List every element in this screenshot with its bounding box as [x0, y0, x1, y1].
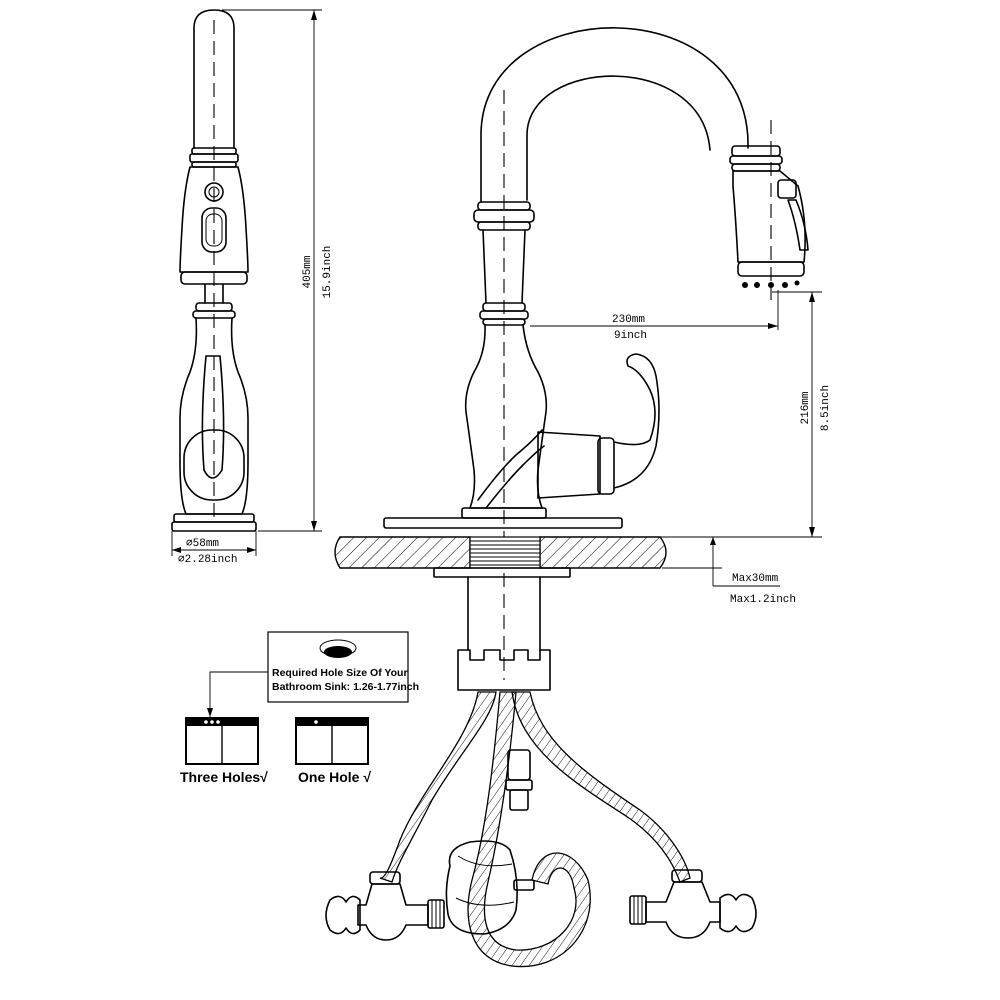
base-dia-inch: ⌀2.28inch: [178, 554, 237, 566]
three-holes-option: Three Holes√: [180, 717, 268, 785]
total-height-mm: 405mm: [302, 255, 314, 288]
countertop-section: [334, 536, 667, 578]
hole-size-note: Required Hole Size Of Your Bathroom Sink…: [207, 631, 419, 717]
button-icon: [777, 179, 797, 199]
height-dimension: 405mm 15.9inch: [222, 9, 334, 532]
deck-thickness-dimension: Max30mm Max1.2inch: [662, 536, 796, 606]
cold-angle-valve: [629, 869, 757, 939]
supply-lines: [379, 576, 691, 968]
base-dia-mm: ⌀58mm: [186, 538, 219, 550]
deck-max-mm: Max30mm: [732, 573, 779, 585]
note-line-2: Bathroom Sink: 1.26-1.77inch: [272, 681, 419, 693]
deck-max-inch: Max1.2inch: [730, 594, 796, 606]
reach-inch: 9inch: [614, 330, 647, 342]
reach-mm: 230mm: [612, 314, 645, 326]
note-line-1: Required Hole Size Of Your: [272, 667, 408, 679]
hot-angle-valve: [325, 871, 445, 941]
side-view: [171, 9, 257, 532]
spout-height-dimension: 216mm 8.5inch: [622, 291, 832, 538]
front-view: [383, 27, 809, 680]
one-hole-option: One Hole √: [295, 717, 371, 785]
base-diameter-dimension: ⌀58mm ⌀2.28inch: [171, 531, 257, 566]
one-hole-label: One Hole √: [298, 769, 371, 785]
three-holes-label: Three Holes√: [180, 769, 268, 785]
spout-height-mm: 216mm: [800, 391, 812, 424]
reach-dimension: 230mm 9inch: [530, 290, 779, 342]
total-height-inch: 15.9inch: [322, 246, 334, 299]
spout-height-inch: 8.5inch: [820, 385, 832, 431]
